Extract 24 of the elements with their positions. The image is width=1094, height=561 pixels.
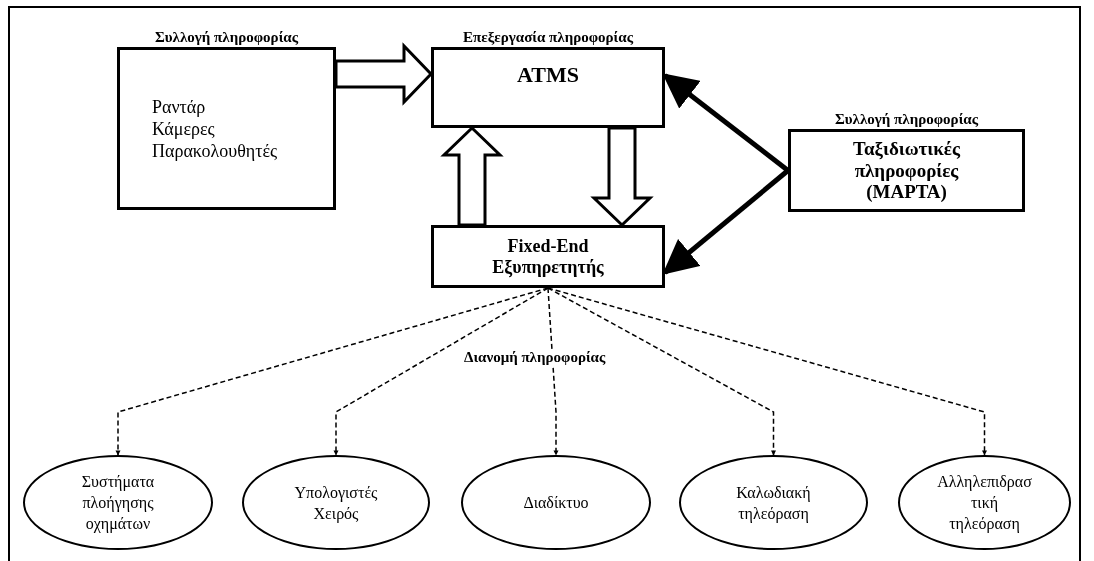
arrow <box>333 287 549 456</box>
block-arrow <box>440 125 504 227</box>
list-item: Ραντάρ <box>152 95 206 118</box>
process-box <box>431 225 665 288</box>
node-label: Καλωδιακή τηλεόραση <box>735 482 812 524</box>
box-heading: Συλλογή πληροφορίας <box>155 29 298 46</box>
node-title: Ταξιδιωτικές πληροφορίες (ΜΑΡΤΑ) <box>852 137 962 204</box>
node-label: Αλληλεπιδρασ τική τηλεόραση <box>936 472 1033 534</box>
node-label: Διαδίκτυο <box>523 493 589 513</box>
block-arrow <box>590 126 654 228</box>
arrow <box>547 287 776 456</box>
box-heading: Επεξεργασία πληροφορίας <box>463 29 633 46</box>
arrow <box>115 287 549 456</box>
list-item: Παρακολουθητές <box>152 139 278 162</box>
section-label: Διανομή πληροφορίας <box>462 349 608 366</box>
node-label: Υπολογιστές Χειρός <box>293 482 379 524</box>
node-label: Συστήματα πλοήγησης οχημάτων <box>80 472 156 534</box>
arrow <box>547 287 559 456</box>
node-title: ATMS <box>517 62 579 88</box>
block-arrow <box>334 42 434 106</box>
list-item: Κάμερες <box>152 117 215 140</box>
node-title: Fixed-End Εξυπηρετητής <box>491 235 605 278</box>
box-heading: Συλλογή πληροφορίας <box>835 111 978 128</box>
arrow <box>547 287 987 456</box>
